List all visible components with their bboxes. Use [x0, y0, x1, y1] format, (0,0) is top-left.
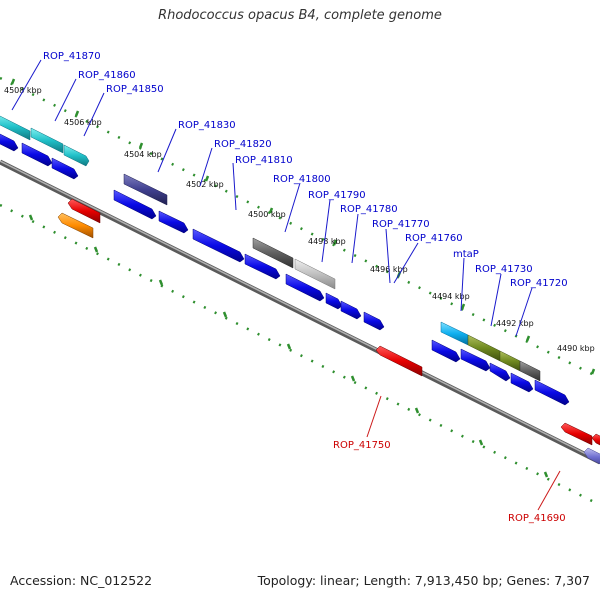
label-leaders-reverse — [366, 395, 561, 511]
gene-arrow — [534, 379, 570, 406]
gene-arrow — [375, 345, 423, 377]
gene-feature — [294, 258, 336, 290]
kbp-label: 4504 kbp — [124, 150, 162, 159]
gene-arrow — [192, 228, 245, 263]
genome-backbone — [0, 159, 600, 465]
gene-feature — [499, 350, 521, 372]
gene-arrow — [113, 189, 157, 220]
gene-arrow — [510, 372, 534, 393]
topology-summary: Topology: linear; Length: 7,913,450 bp; … — [257, 573, 590, 588]
gene-label-rop41690: ROP_41690 — [508, 513, 566, 524]
reverse-gene-arrows[interactable] — [57, 198, 600, 466]
gene-label-rop41860: ROP_41860 — [78, 70, 136, 81]
gene-label-rop41830: ROP_41830 — [178, 120, 236, 131]
forward-gene-arrows[interactable] — [0, 132, 570, 406]
gene-feature — [30, 127, 64, 154]
gene-feature — [123, 173, 168, 206]
gene-label-rop41870: ROP_41870 — [43, 51, 101, 62]
gene-label-rop41820: ROP_41820 — [214, 139, 272, 150]
gene-feature — [0, 115, 31, 141]
gene-arrow — [21, 142, 53, 167]
gene-arrow — [285, 273, 325, 302]
gene-label-rop41760: ROP_41760 — [405, 233, 463, 244]
gene-label-rop41790: ROP_41790 — [308, 190, 366, 201]
gene-label-rop41800: ROP_41800 — [273, 174, 331, 185]
gene-arrow — [560, 422, 593, 446]
label-leaders-forward — [11, 59, 533, 337]
gene-arrow — [325, 292, 343, 310]
gene-feature — [440, 321, 469, 346]
gene-arrow — [340, 300, 362, 320]
gene-arrow — [244, 253, 281, 280]
gene-label-mtap: mtaP — [453, 249, 479, 260]
gene-feature — [252, 237, 294, 269]
forward-labels[interactable]: ROP_41870 ROP_41860 ROP_41850 ROP_41830 … — [43, 51, 568, 289]
gene-arrow — [57, 212, 94, 239]
kbp-label: 4502 kbp — [186, 180, 224, 189]
map-title: Rhodococcus opacus B4, complete genome — [158, 8, 442, 23]
tick-track-bottom — [0, 203, 600, 507]
gene-arrow — [158, 210, 189, 234]
gene-label-rop41810: ROP_41810 — [235, 155, 293, 166]
gene-arrow — [583, 447, 600, 465]
gene-feature — [63, 144, 90, 167]
kbp-label: 4492 kbp — [496, 319, 534, 328]
kbp-label: 4506 kbp — [64, 118, 102, 127]
gene-arrow — [591, 433, 600, 446]
kbp-label: 4490 kbp — [557, 344, 595, 353]
reverse-labels[interactable]: ROP_41750 ROP_41690 — [333, 440, 566, 524]
kbp-label: 4498 kbp — [308, 237, 346, 246]
gene-label-rop41720: ROP_41720 — [510, 278, 568, 289]
gene-label-rop41750: ROP_41750 — [333, 440, 391, 451]
feature-row-upper[interactable] — [0, 114, 541, 382]
gene-arrow — [363, 311, 385, 331]
gene-label-rop41770: ROP_41770 — [372, 219, 430, 230]
gene-arrow — [460, 348, 491, 372]
gene-arrow — [0, 133, 19, 152]
kbp-label: 4494 kbp — [432, 292, 470, 301]
gene-label-rop41730: ROP_41730 — [475, 264, 533, 275]
kbp-label: 4500 kbp — [248, 210, 286, 219]
accession-text: Accession: NC_012522 — [10, 573, 153, 588]
gene-label-rop41850: ROP_41850 — [106, 84, 164, 95]
major-ticks — [10, 78, 596, 478]
gene-arrow — [51, 157, 79, 180]
gene-arrow — [67, 198, 101, 224]
gene-arrow — [431, 339, 461, 363]
gene-arrow — [489, 362, 511, 382]
gene-label-rop41780: ROP_41780 — [340, 204, 398, 215]
gene-feature — [519, 360, 541, 382]
